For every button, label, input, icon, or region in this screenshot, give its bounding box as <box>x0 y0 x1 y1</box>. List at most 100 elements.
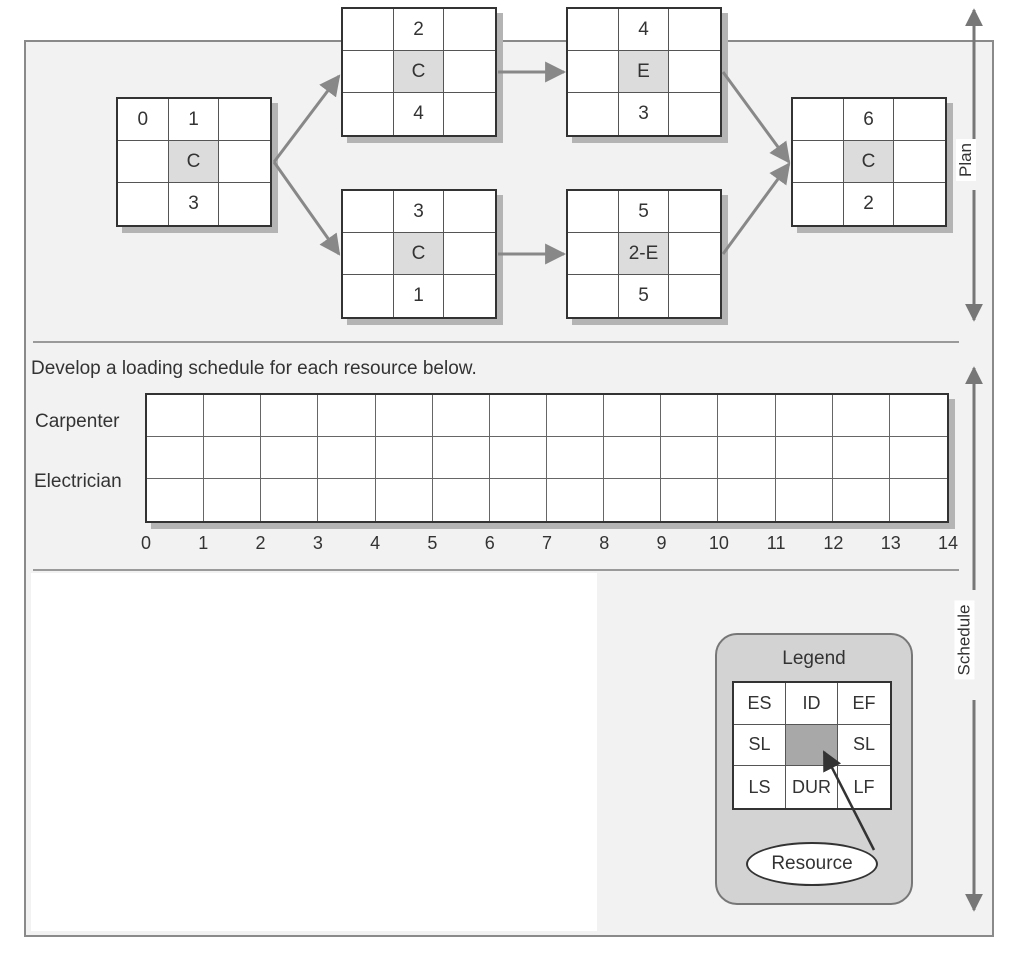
node-cell-ef <box>669 191 720 233</box>
arrow-1-to-2 <box>272 74 341 163</box>
node-cell-sl-right <box>444 233 495 275</box>
legend-cell-dur: DUR <box>786 766 838 808</box>
schedule-grid-cell <box>375 395 433 437</box>
schedule-grid-cell <box>776 479 833 521</box>
schedule-grid-cell <box>318 479 376 521</box>
section-divider-plan <box>33 341 959 343</box>
time-tick-label: 1 <box>198 533 209 553</box>
schedule-grid-cell <box>204 437 262 479</box>
schedule-grid-cell <box>833 479 890 521</box>
arrow-5-to-6 <box>721 162 791 255</box>
schedule-grid-cell <box>546 437 605 479</box>
legend-resource-label: Resource <box>746 842 878 886</box>
node-cell-dur: 3 <box>619 93 670 135</box>
node-cell-ef <box>444 191 495 233</box>
legend-cell-sl-right: SL <box>838 725 890 767</box>
loading-schedule-grid <box>145 393 949 523</box>
node-cell-sl-left <box>793 141 844 183</box>
schedule-grid-cell <box>661 479 719 521</box>
schedule-grid-cell <box>376 479 433 521</box>
node-cell-resource: 2-E <box>618 233 670 275</box>
schedule-grid-cell <box>204 395 262 437</box>
node-cell-id: 1 <box>168 99 220 141</box>
schedule-grid-cell <box>661 437 719 479</box>
node-cell-dur: 3 <box>169 183 220 225</box>
node-cell-sl-left <box>343 233 394 275</box>
schedule-grid-cell <box>832 437 890 479</box>
node-cell-sl-right <box>444 51 495 93</box>
time-tick-label: 13 <box>880 533 901 553</box>
legend-cell-id: ID <box>786 683 838 725</box>
time-tick-label: 0 <box>140 533 152 553</box>
schedule-grid-cell <box>204 479 262 521</box>
node-cell-es: 0 <box>118 99 169 141</box>
node-cell-ls <box>568 93 619 135</box>
schedule-grid-cell <box>775 395 833 437</box>
node-cell-resource: C <box>393 233 445 275</box>
time-tick-label: 10 <box>708 533 729 553</box>
schedule-grid-cell <box>832 395 890 437</box>
node-cell-resource: E <box>618 51 670 93</box>
schedule-grid-cell <box>261 395 319 437</box>
node-cell-dur: 1 <box>394 275 445 317</box>
legend-cell-es: ES <box>734 683 786 725</box>
arrow-1-to-3 <box>272 161 341 256</box>
schedule-grid-cell <box>375 437 433 479</box>
schedule-grid-cell <box>147 395 205 437</box>
schedule-grid-cell <box>661 395 719 437</box>
time-tick-label: 9 <box>656 533 667 553</box>
schedule-grid-cell <box>604 479 662 521</box>
node-cell-id: 5 <box>618 191 670 233</box>
time-tick-label: 11 <box>766 533 786 553</box>
node-cell-resource: C <box>393 51 445 93</box>
time-tick-label: 8 <box>599 533 610 553</box>
schedule-grid-cell <box>489 395 547 437</box>
schedule-grid-cell <box>718 479 776 521</box>
time-tick-label: 3 <box>312 533 323 553</box>
node-cell-es <box>568 9 619 51</box>
schedule-instruction: Develop a loading schedule for each reso… <box>31 358 477 379</box>
arrow-4-to-6 <box>721 71 791 164</box>
node-cell-ls <box>568 275 619 317</box>
node-cell-es <box>568 191 619 233</box>
schedule-grid-cell <box>547 479 605 521</box>
blank-work-area <box>31 573 597 931</box>
schedule-grid-cell <box>718 437 776 479</box>
node-cell-ls <box>343 275 394 317</box>
node-cell-id: 4 <box>618 9 670 51</box>
node-cell-ef <box>894 99 945 141</box>
schedule-grid-cell <box>604 395 662 437</box>
node-cell-es <box>343 191 394 233</box>
schedule-grid-cell <box>489 437 547 479</box>
node-cell-es <box>793 99 844 141</box>
node-cell-ls <box>118 183 169 225</box>
schedule-grid-cell <box>546 395 605 437</box>
schedule-grid-cell <box>318 437 376 479</box>
node-cell-ls <box>343 93 394 135</box>
section-divider-schedule <box>33 569 959 571</box>
schedule-grid-cell <box>718 395 776 437</box>
node-cell-resource: C <box>843 141 895 183</box>
node-cell-sl-left <box>568 51 619 93</box>
node-cell-ef <box>444 9 495 51</box>
time-tick-label: 14 <box>937 533 959 553</box>
schedule-grid-cell <box>261 479 319 521</box>
node-cell-ls <box>793 183 844 225</box>
node-cell-id: 2 <box>393 9 445 51</box>
schedule-grid-cell <box>889 437 947 479</box>
node-cell-sl-left <box>568 233 619 275</box>
node-cell-es <box>343 9 394 51</box>
schedule-grid-cell <box>775 437 833 479</box>
resource-pointer-arrow <box>822 750 876 851</box>
schedule-grid-cell <box>147 437 205 479</box>
time-tick-label: 12 <box>823 533 844 553</box>
schedule-grid-cell <box>318 395 376 437</box>
node-cell-dur: 4 <box>394 93 445 135</box>
schedule-grid-cell <box>432 395 490 437</box>
